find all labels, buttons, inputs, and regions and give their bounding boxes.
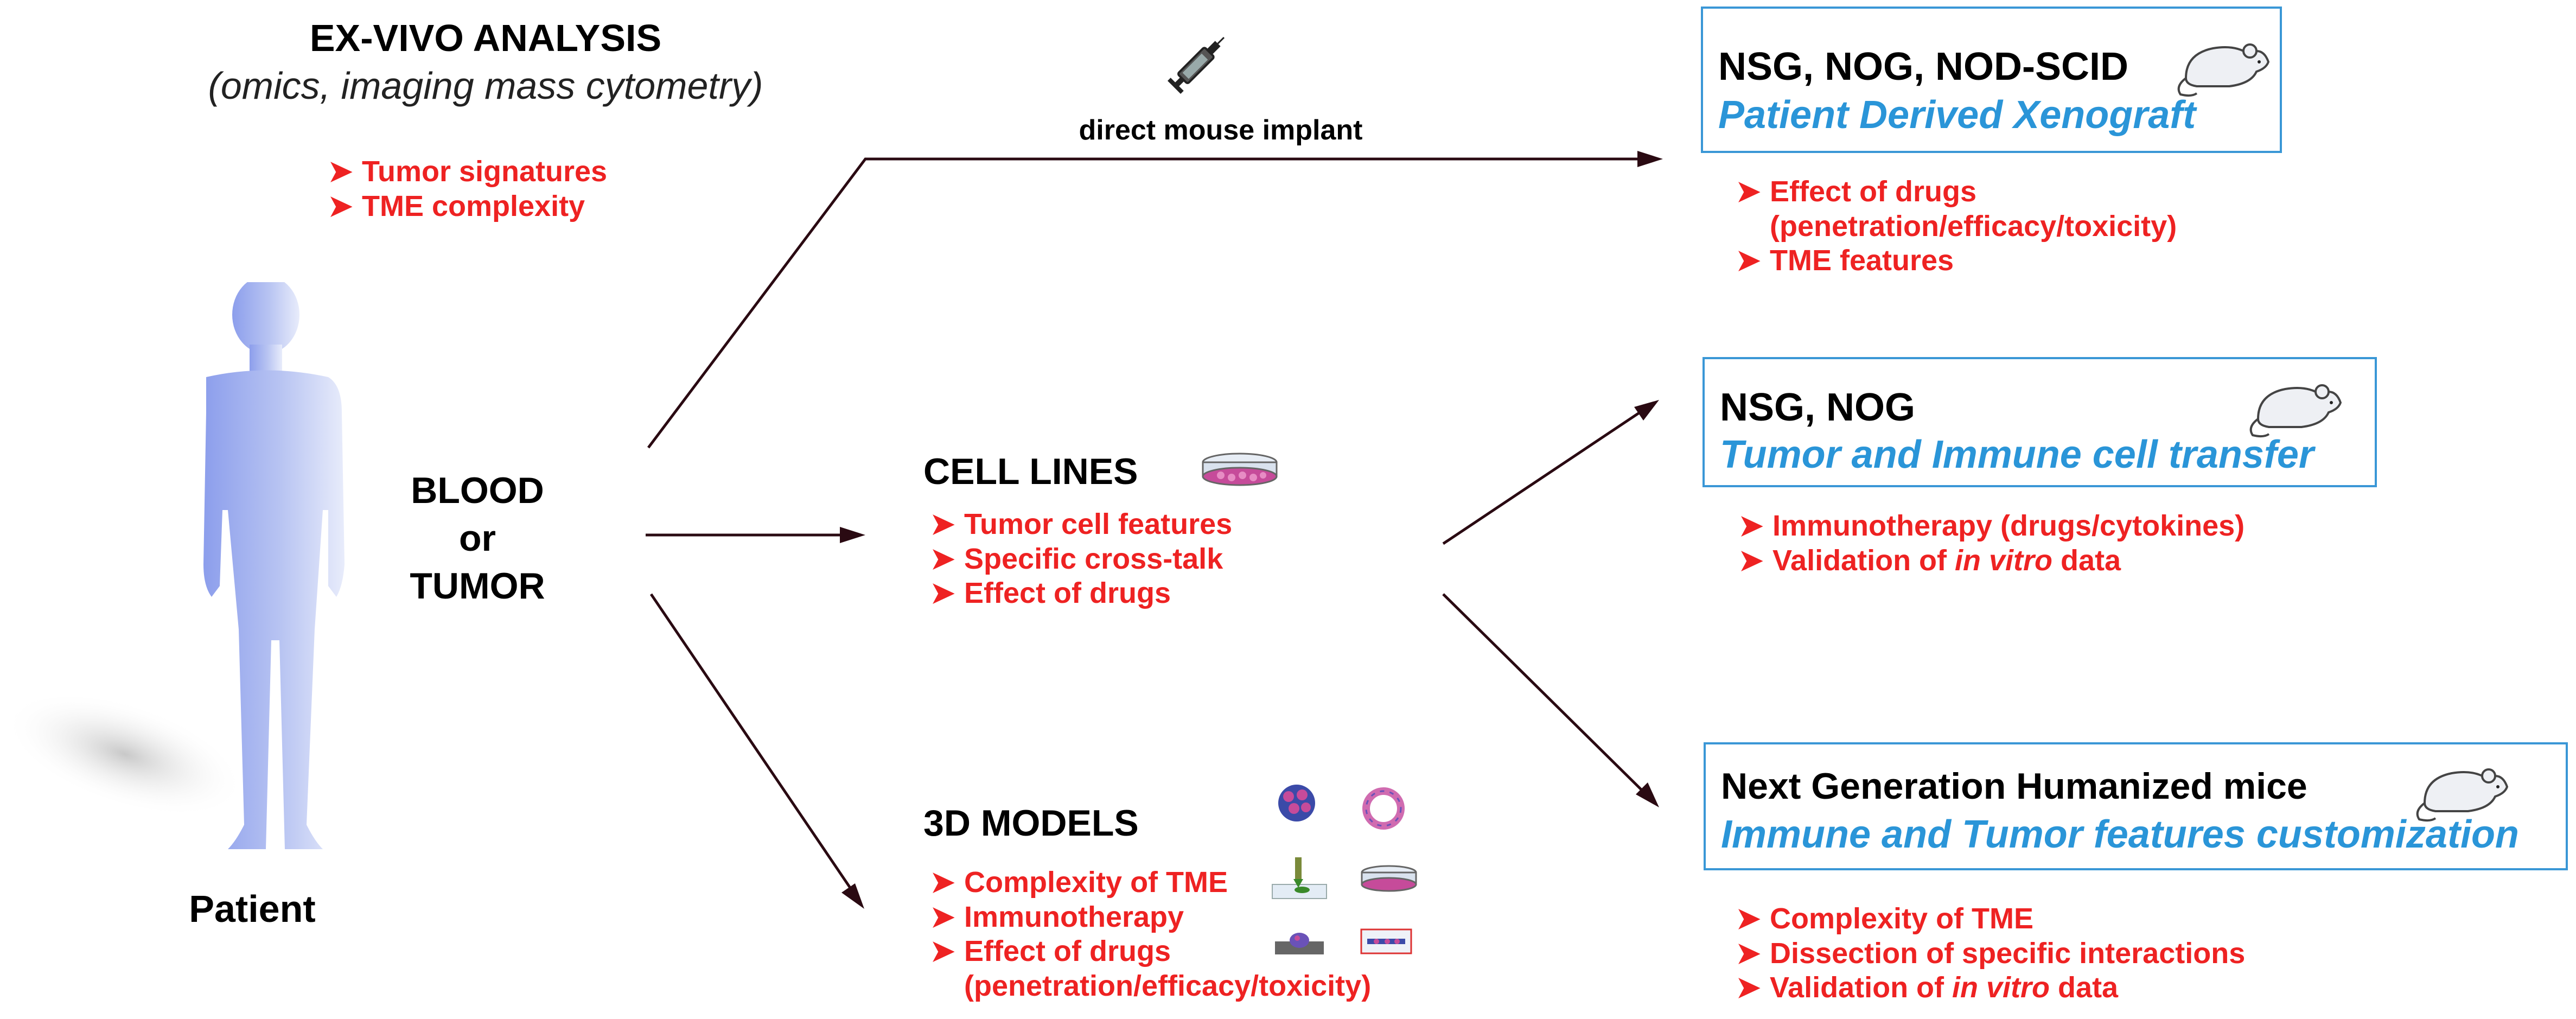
- pdx-subtitle: Patient Derived Xenograft: [1718, 93, 2196, 137]
- pdx-bullets: ➤Effect of drugs (penetration/efficacy/t…: [1736, 175, 2177, 278]
- list-item: (penetration/efficacy/toxicity): [1770, 209, 2177, 243]
- arrowhead-bullet-icon: ➤: [328, 155, 353, 188]
- list-item: ➤Dissection of specific interactions: [1736, 937, 2245, 971]
- list-item: ➤Effect of drugs: [1736, 175, 2177, 209]
- cell-lines-title: CELL LINES: [923, 451, 1138, 492]
- transfer-box: NSG, NOG Tumor and Immune cell transfer: [1703, 357, 2377, 487]
- spheroid-icon: [1272, 781, 1321, 825]
- list-item: ➤TME complexity: [328, 189, 607, 224]
- arrowhead-3d-models: [841, 883, 864, 909]
- mouse-icon: [2175, 24, 2273, 100]
- list-item: ➤Immunotherapy: [930, 900, 1371, 935]
- human-silhouette: [5, 276, 345, 849]
- syringe-icon: [1164, 27, 1234, 98]
- arrowhead-cell-lines: [840, 527, 865, 543]
- scaffold-icon: [1272, 925, 1327, 958]
- arrowhead-transfer: [1634, 400, 1659, 421]
- arrowhead-bullet-icon: ➤: [1739, 544, 1764, 577]
- list-item: ➤Effect of drugs: [930, 934, 1371, 969]
- arrowhead-bullet-icon: ➤: [930, 900, 955, 933]
- arrowhead-bullet-icon: ➤: [930, 542, 955, 575]
- humanized-title: Next Generation Humanized mice: [1721, 766, 2307, 807]
- list-item: ➤Tumor cell features: [930, 507, 1232, 542]
- arrow-to-3d-models: [649, 593, 856, 895]
- arrowhead-bullet-icon: ➤: [1736, 971, 1761, 1004]
- humanized-box: Next Generation Humanized mice Immune an…: [1704, 742, 2568, 870]
- arrowhead-bullet-icon: ➤: [1736, 937, 1761, 970]
- list-item: (penetration/efficacy/toxicity): [964, 970, 1372, 1003]
- models-3d-title: 3D MODELS: [923, 803, 1139, 844]
- blood-or-tumor: BLOOD or TUMOR: [380, 467, 575, 610]
- arrowhead-bullet-icon: ➤: [930, 508, 955, 540]
- organoid-ring-icon: [1359, 787, 1408, 830]
- list-item: ➤Complexity of TME: [930, 865, 1371, 900]
- humanized-subtitle: Immune and Tumor features customization: [1721, 813, 2519, 856]
- pdx-box: NSG, NOG, NOD-SCID Patient Derived Xenog…: [1701, 7, 2282, 153]
- list-item: ➤Effect of drugs: [930, 576, 1232, 611]
- models-3d-bullets: ➤Complexity of TME ➤Immunotherapy ➤Effec…: [930, 865, 1371, 1004]
- microfluidic-chip-icon: [1359, 925, 1413, 958]
- list-item: ➤Complexity of TME: [1736, 902, 2245, 937]
- arrowhead-bullet-icon: ➤: [930, 577, 955, 610]
- pdx-title: NSG, NOG, NOD-SCID: [1718, 45, 2129, 88]
- arrowhead-bullet-icon: ➤: [328, 189, 353, 222]
- dish-culture-icon: [1359, 863, 1419, 895]
- exvivo-subtitle: (omics, imaging mass cytometry): [208, 65, 763, 107]
- source-line-blood: BLOOD: [411, 470, 544, 511]
- exvivo-title: EX-VIVO ANALYSIS: [309, 17, 662, 59]
- patient-figure: [5, 276, 347, 863]
- list-item: ➤Validation of in vitro data: [1736, 971, 2245, 1005]
- arrowhead-bullet-icon: ➤: [1736, 902, 1761, 935]
- list-item: ➤Tumor signatures: [328, 155, 607, 189]
- exvivo-bullets: ➤Tumor signatures ➤TME complexity: [328, 155, 607, 224]
- list-item: ➤TME features: [1736, 244, 2177, 278]
- arrowhead-bullet-icon: ➤: [1736, 244, 1761, 277]
- mouse-icon: [2247, 365, 2345, 441]
- source-line-or: or: [459, 518, 496, 559]
- implant-label: direct mouse implant: [1079, 114, 1363, 146]
- source-line-tumor: TUMOR: [410, 565, 545, 607]
- arrow-to-humanized: [1442, 593, 1645, 793]
- cell-lines-bullets: ➤Tumor cell features ➤Specific cross-tal…: [930, 507, 1232, 611]
- arrowhead-bullet-icon: ➤: [930, 866, 955, 899]
- arrowhead-humanized: [1636, 782, 1659, 807]
- list-item: ➤Specific cross-talk: [930, 542, 1232, 577]
- arrowhead-bullet-icon: ➤: [1736, 175, 1761, 208]
- arrowhead-bullet-icon: ➤: [1739, 510, 1764, 542]
- transfer-subtitle: Tumor and Immune cell transfer: [1720, 433, 2314, 476]
- transfer-bullets: ➤Immunotherapy (drugs/cytokines) ➤Valida…: [1739, 509, 2245, 578]
- arrowhead-bullet-icon: ➤: [930, 935, 955, 968]
- arrow-to-pdx: [647, 157, 1644, 449]
- list-item: ➤Immunotherapy (drugs/cytokines): [1739, 509, 2245, 544]
- arrowhead-pdx: [1637, 151, 1663, 167]
- transfer-title: NSG, NOG: [1720, 386, 1916, 429]
- humanized-bullets: ➤Complexity of TME ➤Dissection of specif…: [1736, 902, 2245, 1005]
- petri-dish-icon: [1199, 450, 1280, 488]
- arrow-to-transfer: [1442, 408, 1645, 545]
- mouse-icon: [2414, 749, 2511, 825]
- patient-label: Patient: [189, 888, 316, 930]
- bioprinting-icon: [1270, 857, 1329, 901]
- list-item: ➤Validation of in vitro data: [1739, 544, 2245, 578]
